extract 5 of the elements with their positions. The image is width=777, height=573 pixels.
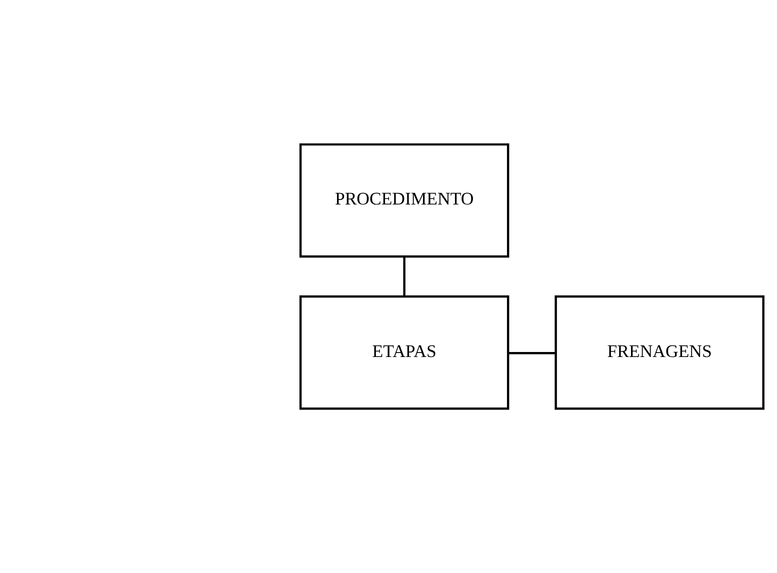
- node-box: PROCEDIMENTO: [299, 143, 510, 258]
- connector: [508, 352, 556, 354]
- connector: [403, 256, 406, 296]
- node-box: ETAPAS: [299, 295, 510, 410]
- node-box: FRENAGENS: [554, 295, 764, 410]
